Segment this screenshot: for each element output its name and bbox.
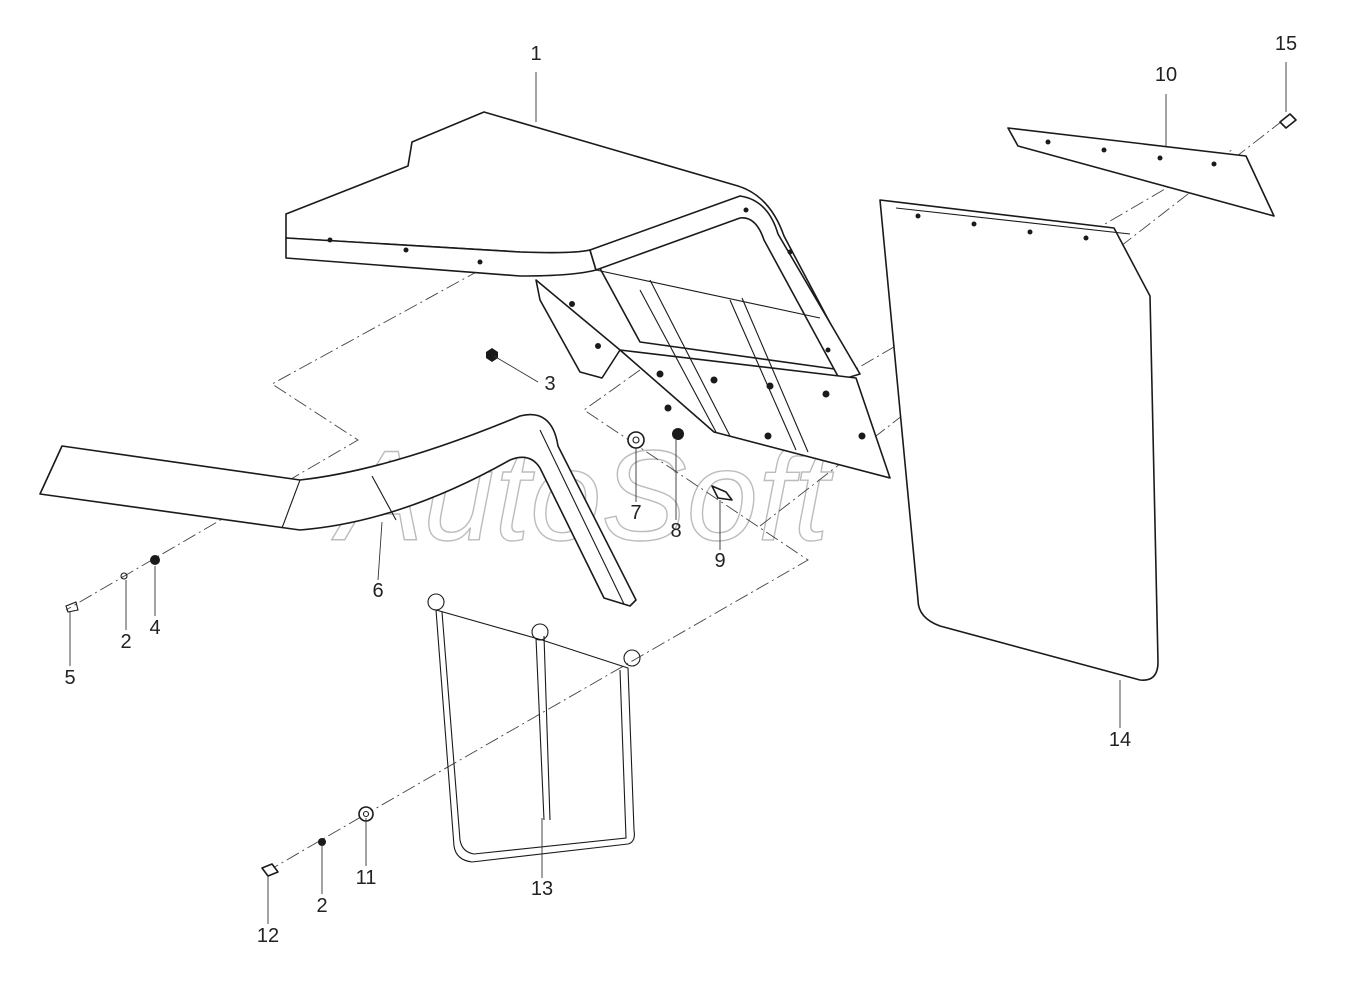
callout-label-c6: 6 bbox=[372, 580, 383, 602]
washer-part-2a bbox=[120, 572, 128, 580]
bolt-part-9 bbox=[711, 485, 733, 501]
bolt-part-5 bbox=[65, 601, 79, 613]
callout-label-c11: 11 bbox=[356, 867, 377, 889]
nut-part-4 bbox=[150, 555, 160, 565]
nut-part-3 bbox=[486, 348, 498, 362]
fasteners bbox=[65, 113, 1297, 877]
washer-part-7 bbox=[627, 431, 645, 449]
callout-label-c7: 7 bbox=[630, 502, 641, 524]
callout-label-c9: 9 bbox=[714, 550, 725, 572]
callout-label-c2a: 2 bbox=[120, 631, 131, 653]
leader-line-c6 bbox=[377, 521, 383, 581]
fender-top-part-1 bbox=[285, 111, 891, 479]
mud-flap-part-14 bbox=[879, 199, 1159, 681]
callout-label-c15: 15 bbox=[1275, 33, 1297, 55]
callout-label-c10: 10 bbox=[1155, 64, 1177, 86]
callout-label-c8: 8 bbox=[670, 520, 681, 542]
callout-label-c2b: 2 bbox=[316, 895, 327, 917]
callout-label-c14: 14 bbox=[1109, 729, 1131, 751]
callout-label-c3: 3 bbox=[544, 373, 555, 395]
fender-side-part-6 bbox=[39, 413, 637, 607]
callout-label-c12: 12 bbox=[257, 925, 279, 947]
callout-label-c4: 4 bbox=[149, 617, 160, 639]
leader-line-c3 bbox=[493, 355, 539, 383]
clamp-strip-part-10 bbox=[1007, 127, 1275, 217]
washer-part-2b bbox=[318, 838, 326, 846]
bolt-part-15 bbox=[1279, 113, 1297, 129]
callout-label-c1: 1 bbox=[530, 43, 541, 65]
bolt-part-12 bbox=[261, 863, 279, 877]
callout-label-c5: 5 bbox=[64, 667, 75, 689]
bracket-frame-part-13 bbox=[427, 593, 641, 863]
nut-part-8 bbox=[672, 428, 684, 440]
callout-label-c13: 13 bbox=[531, 878, 553, 900]
